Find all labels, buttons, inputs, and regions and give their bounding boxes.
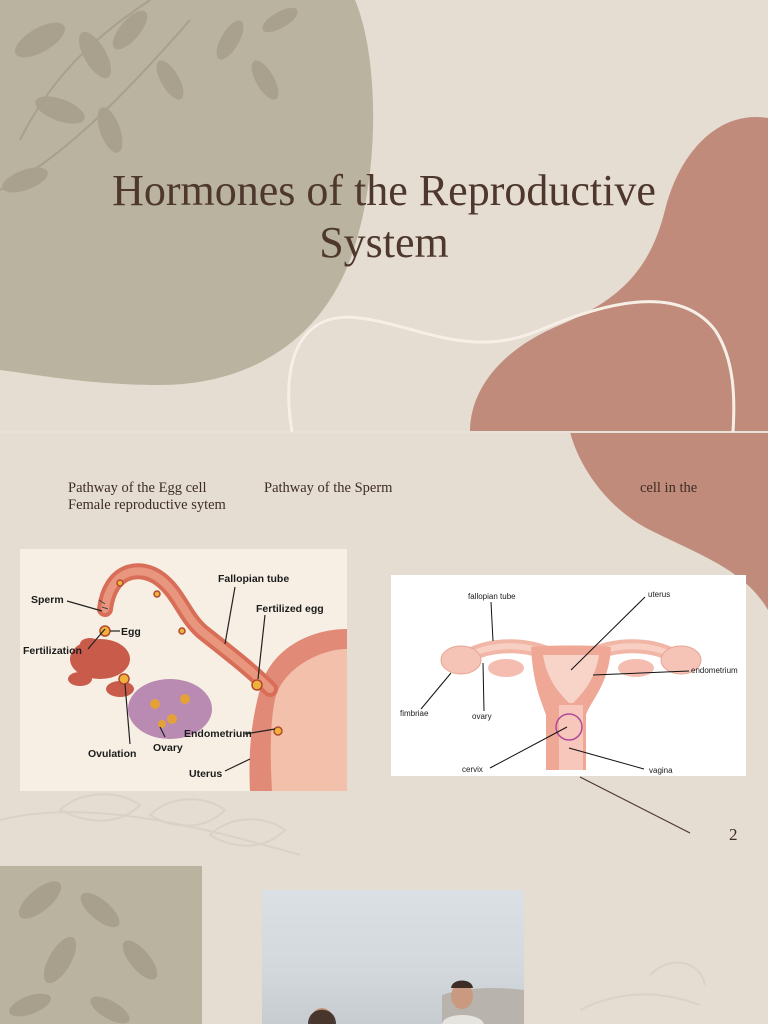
olive-blob-bottom	[0, 866, 202, 1024]
couple-photo	[262, 890, 524, 1024]
label-endometrium-2: endometrium	[691, 666, 738, 675]
sperm-pathway-figure: fallopian tube uterus endometrium fimbri…	[391, 575, 746, 776]
label-vagina: vagina	[649, 766, 673, 775]
label-sperm: Sperm	[31, 594, 64, 606]
label-fallopian-tube-2: fallopian tube	[468, 592, 516, 601]
label-cervix: cervix	[462, 765, 483, 774]
label-ovulation: Ovulation	[88, 748, 136, 760]
egg-pathway-illustration: Fallopian tube Sperm Fertilized egg Egg …	[23, 563, 347, 791]
cream-wave	[287, 300, 736, 433]
title-line-1: Hormones of the Reproductive	[112, 166, 656, 215]
label-ovary: Ovary	[153, 742, 183, 754]
caption-egg-line1: Pathway of the Egg cell	[68, 480, 207, 496]
pointer-line	[579, 776, 691, 834]
faint-leaf-mid	[0, 793, 706, 1011]
label-uterus-2: uterus	[648, 590, 670, 599]
egg-pathway-figure: Fallopian tube Sperm Fertilized egg Egg …	[20, 549, 347, 791]
label-endometrium: Endometrium	[184, 728, 252, 740]
label-fertilization: Fertilization	[23, 645, 82, 657]
label-ovary-2: ovary	[472, 712, 492, 721]
caption-sperm-part2: cell in the	[640, 480, 698, 496]
sperm-pathway-illustration: fallopian tube uterus endometrium fimbri…	[400, 590, 738, 775]
label-fallopian-tube: Fallopian tube	[218, 573, 289, 585]
label-egg: Egg	[121, 626, 141, 638]
label-fertilized-egg: Fertilized egg	[256, 603, 324, 615]
olive-blob-top	[0, 0, 374, 385]
rose-blob	[470, 116, 768, 610]
caption-egg-line2: Female reproductive sytem	[68, 497, 226, 513]
couple-photo-illustration	[308, 980, 524, 1024]
label-uterus: Uterus	[189, 768, 222, 780]
title-line-2: System	[319, 218, 449, 267]
slide-title: Hormones of the Reproductive System	[0, 165, 768, 269]
page-number: 2	[729, 825, 738, 844]
caption-sperm-part1: Pathway of the Sperm	[264, 480, 393, 496]
label-fimbriae: fimbriae	[400, 709, 429, 718]
